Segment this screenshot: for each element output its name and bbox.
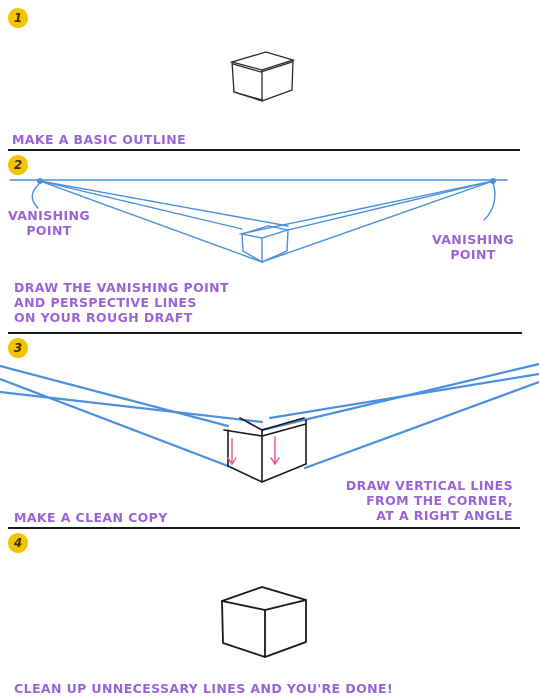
left-vanishing-point-label: VANISHING POINT xyxy=(8,208,91,238)
divider-1 xyxy=(8,149,520,151)
step-1-caption: MAKE A BASIC OUTLINE xyxy=(12,132,187,147)
step-2-caption: DRAW THE VANISHING POINT AND PERSPECTIVE… xyxy=(14,280,229,325)
step-3-caption: MAKE A CLEAN COPY xyxy=(14,510,168,525)
step-1-rough-cube-sketch xyxy=(229,51,296,102)
step-4-caption: CLEAN UP UNNECESSARY LINES AND YOU'RE DO… xyxy=(14,681,394,696)
step-1-panel: 1 MAKE A BASIC OUTLINE xyxy=(0,0,539,150)
step-2-badge: 2 xyxy=(8,155,28,175)
step-4-badge: 4 xyxy=(8,533,28,553)
divider-3 xyxy=(8,527,520,529)
step-3-badge: 3 xyxy=(8,338,28,358)
step-3-vertical-lines-note: DRAW VERTICAL LINES FROM THE CORNER, AT … xyxy=(345,478,513,523)
step-1-badge: 1 xyxy=(8,8,28,28)
step-4-panel: 4 CLEAN UP UNNECESSARY LINES AND YOU'RE … xyxy=(0,529,539,700)
step-3-clean-copy-diagram xyxy=(0,362,539,483)
divider-2 xyxy=(8,332,522,334)
step-2-vanishing-diagram xyxy=(9,178,508,264)
step-4-final-cube xyxy=(221,586,307,658)
step-2-panel: 2 VANISHING POINT VANISHING POINT DRAW T… xyxy=(0,150,539,332)
step-3-panel: 3 MAKE A CLEAN COPY DRAW VERTICAL LINES … xyxy=(0,334,539,528)
right-vanishing-point-label: VANISHING POINT xyxy=(432,232,515,262)
